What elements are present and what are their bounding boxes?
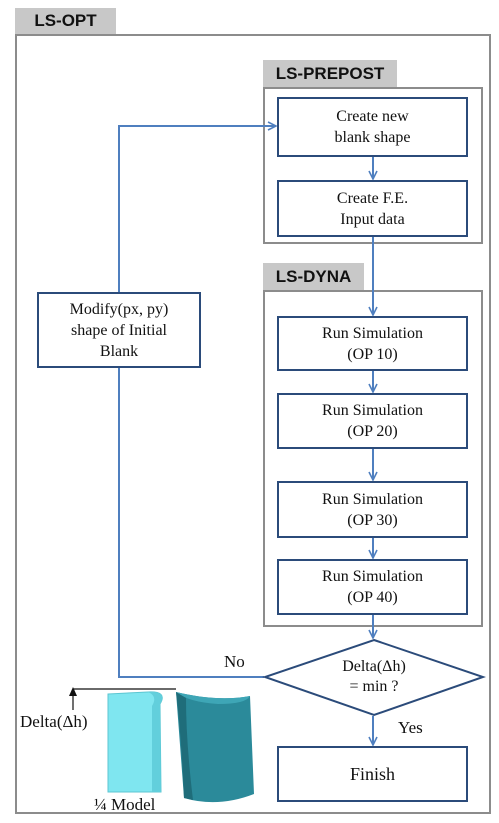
arrow-no-loop [118,126,276,678]
decision-diamond [262,638,486,717]
op40-box: Run Simulation (OP 40) [277,559,468,615]
ls-opt-tab: LS-OPT [15,8,116,34]
finish-box: Finish [277,746,468,802]
op20-box: Run Simulation (OP 20) [277,393,468,449]
ls-opt-frame [15,34,491,814]
create-input-box: Create F.E. Input data [277,180,468,237]
decision-label: Delta(Δh) = min ? [342,658,406,695]
ls-dyna-tab: LS-DYNA [263,263,364,290]
no-label: No [224,652,245,671]
create-shape-box: Create new blank shape [277,97,468,157]
yes-label: Yes [398,718,423,737]
quarter-model-shape [107,691,163,793]
op30-box: Run Simulation (OP 30) [277,481,468,538]
modify-blank-box: Modify(px, py) shape of Initial Blank [37,292,201,368]
op10-box: Run Simulation (OP 10) [277,316,468,371]
model-illustration [69,687,254,803]
delta-h-label: Delta(Δh) [20,712,88,731]
ls-prepost-tab: LS-PREPOST [263,60,397,87]
full-model-shape [176,692,254,803]
quarter-model-label: ¼ Model [94,795,156,814]
